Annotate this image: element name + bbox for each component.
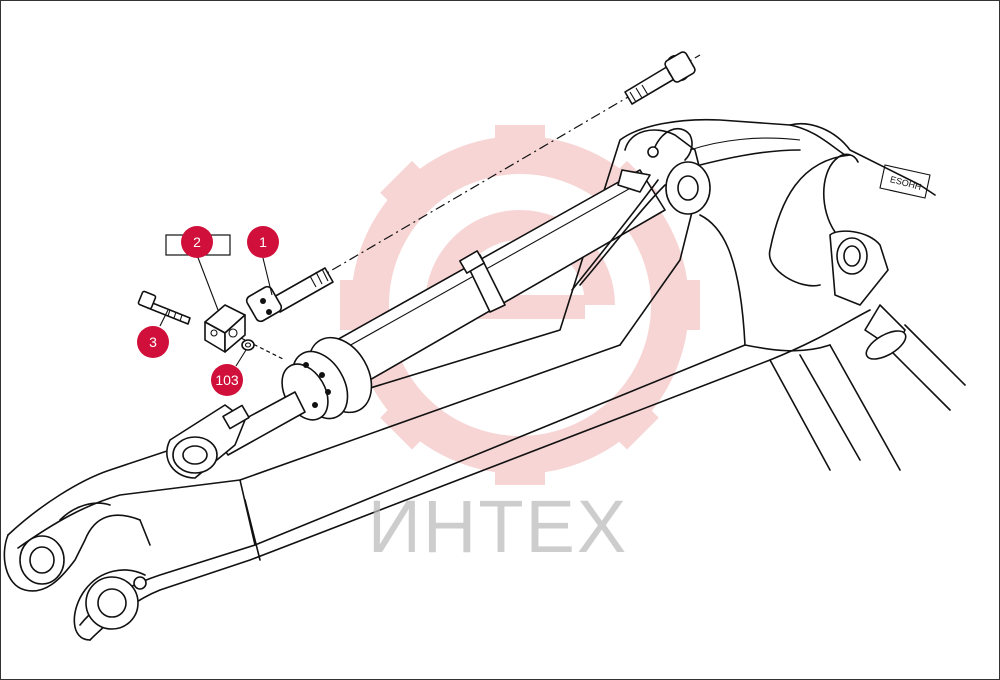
callout-3-label: 3 (149, 334, 157, 350)
assembly-axis-line (314, 54, 701, 281)
callout-1[interactable]: 1 (247, 226, 279, 258)
watermark-text: ИНТЕХ (368, 485, 629, 568)
callout-2[interactable]: 2 (181, 226, 213, 258)
callout-1-leader (262, 257, 273, 296)
callout-103-label: 103 (215, 372, 239, 388)
part-2-retaining-block (204, 304, 246, 353)
decal-text: ESOHH (889, 174, 923, 192)
arm-lug (822, 153, 907, 360)
assembly-axis-line-2 (234, 334, 286, 361)
boom-foot-pin-upper (19, 535, 65, 585)
grease-fitting (133, 576, 147, 590)
callout-1-label: 1 (259, 234, 267, 250)
callout-2-label: 2 (193, 234, 201, 250)
callout-3[interactable]: 3 (137, 326, 169, 358)
decal-plate: ESOHH (879, 164, 931, 199)
callout-103-leader (235, 349, 247, 367)
callout-3-leader (159, 309, 169, 327)
hydraulic-cylinder (166, 128, 711, 479)
part-3-bolt (137, 290, 191, 325)
boom-foot-pin-lower (85, 576, 139, 630)
top-pin (624, 51, 696, 105)
part-103-washer (241, 339, 255, 351)
callout-103[interactable]: 103 (211, 364, 243, 396)
part-1-pin (245, 267, 334, 323)
part-2-leader (196, 254, 219, 311)
